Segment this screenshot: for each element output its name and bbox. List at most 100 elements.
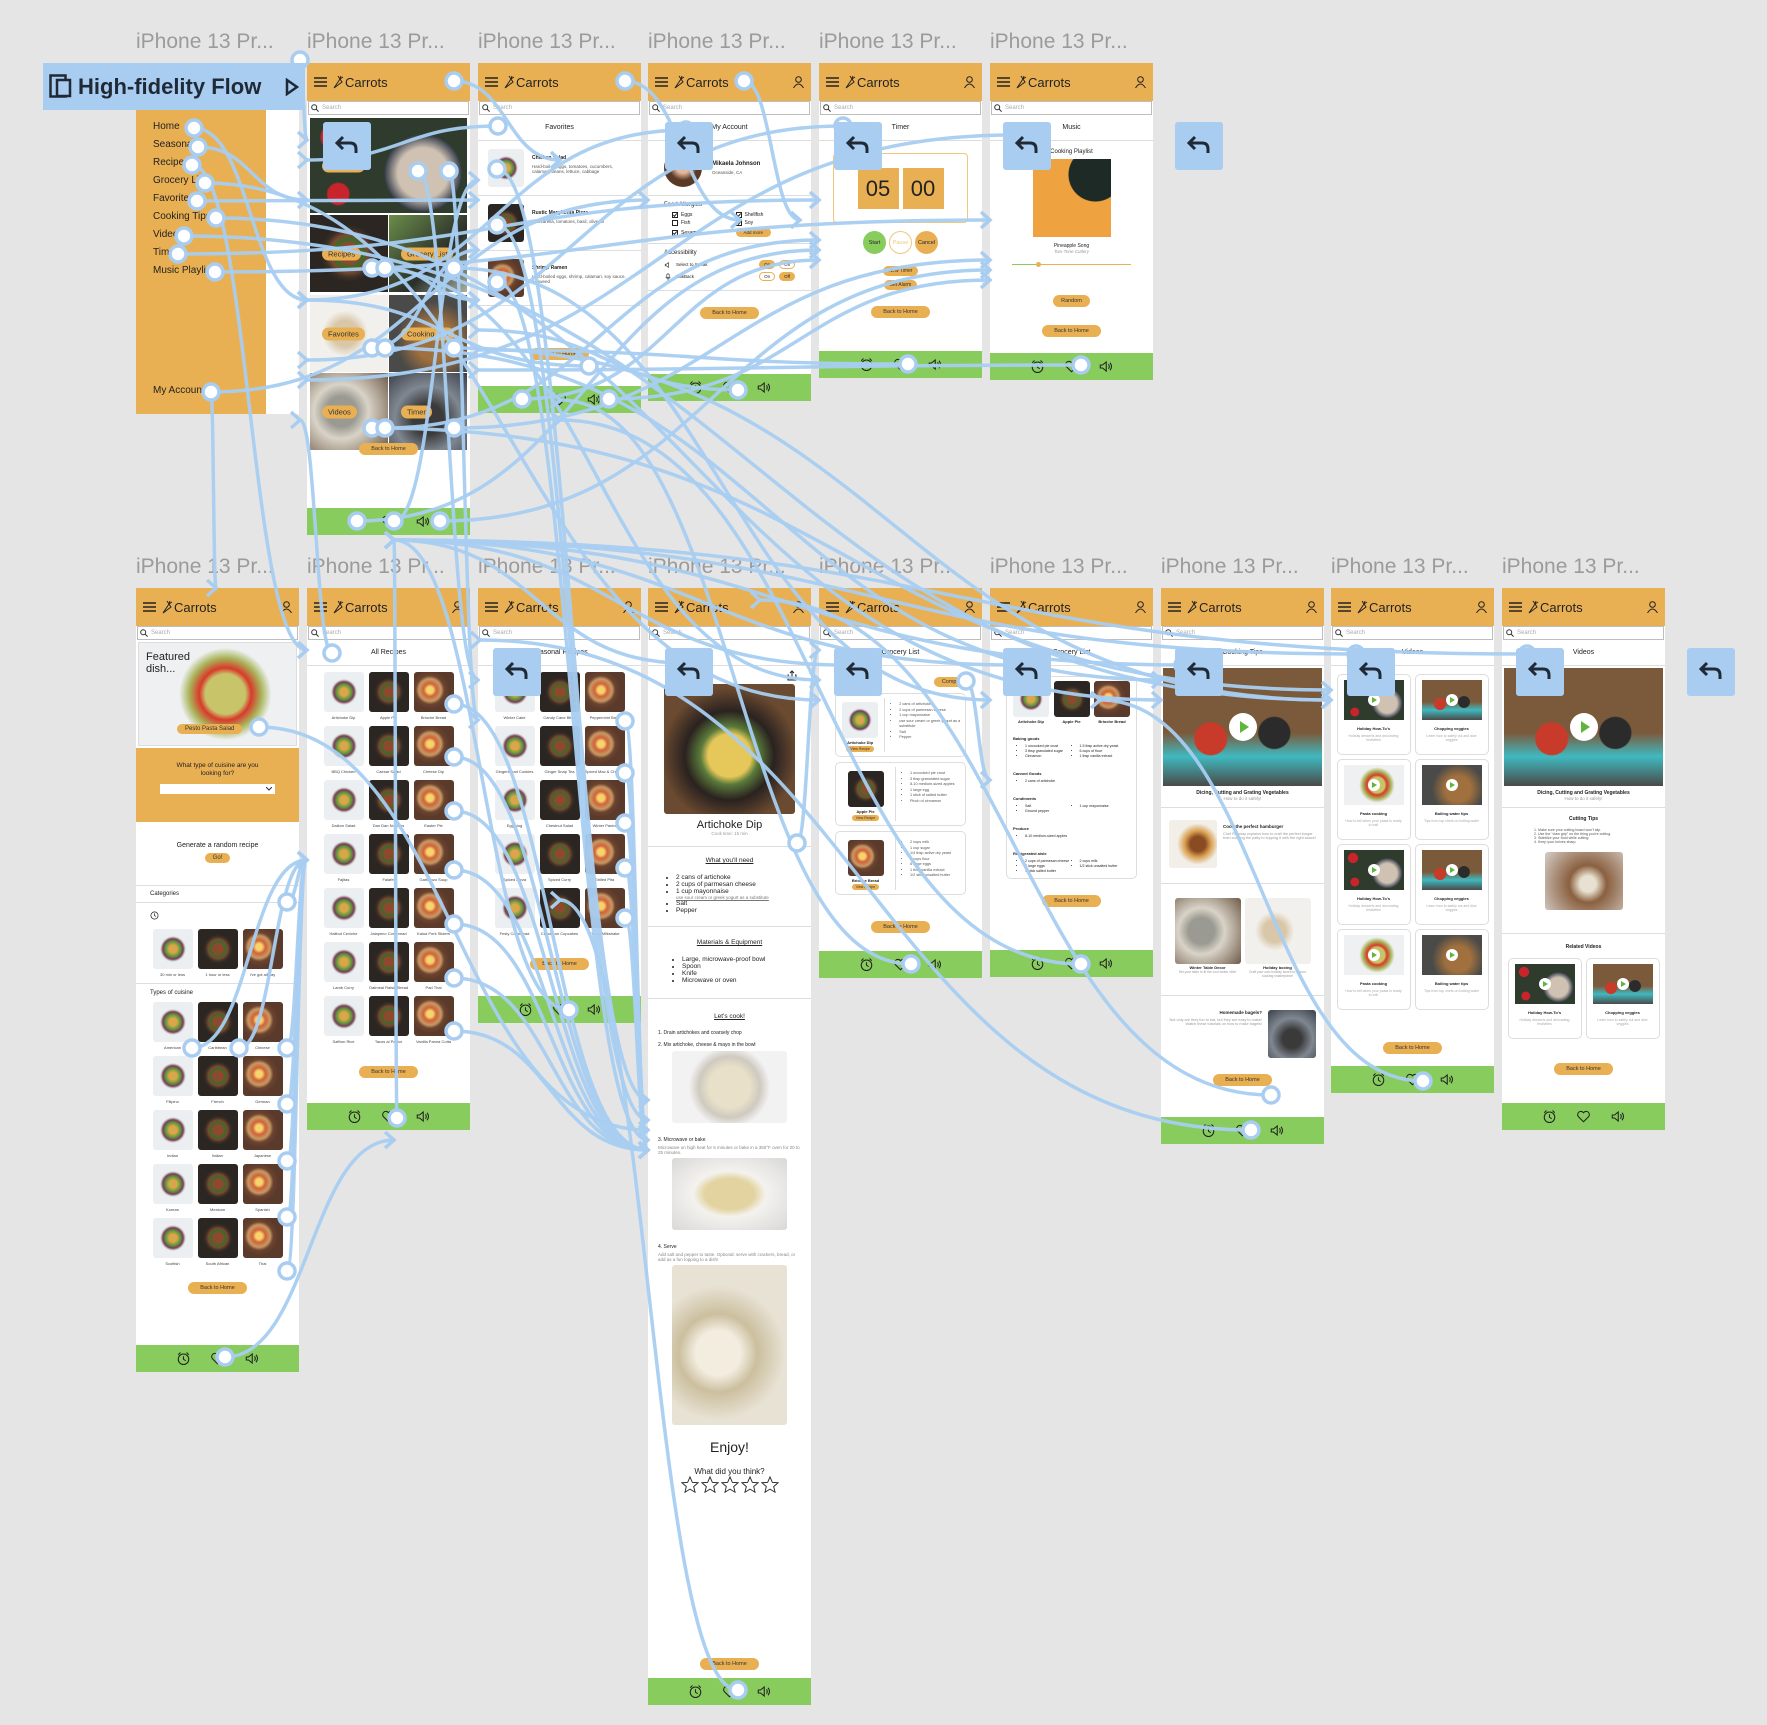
allergy-checkbox[interactable]: Fish	[672, 220, 732, 226]
app-logo[interactable]: Carrots	[1527, 600, 1647, 615]
heart-favorites-icon[interactable]	[893, 357, 908, 372]
search-input[interactable]: Search	[1503, 626, 1664, 640]
recipe-item[interactable]: Egg Nog	[494, 780, 535, 828]
frame-title[interactable]: iPhone 13 Pr...	[136, 30, 274, 53]
app-logo[interactable]: Carrots	[1015, 75, 1135, 90]
rating-star-icon[interactable]	[700, 1476, 719, 1494]
tile-label-6[interactable]: Timer	[401, 405, 432, 418]
music-progress-slider[interactable]	[1012, 262, 1131, 267]
app-logo[interactable]: Carrots	[844, 75, 964, 90]
progress-thumb[interactable]	[1036, 262, 1042, 267]
user-account-icon[interactable]	[793, 76, 804, 88]
search-input[interactable]: Search	[308, 626, 469, 640]
rating-stars[interactable]	[648, 1476, 811, 1496]
frame-title[interactable]: iPhone 13 Pr...	[136, 555, 274, 578]
back-to-home-button[interactable]: Back to Home	[700, 307, 759, 319]
tile-label-5[interactable]: Videos	[322, 405, 357, 418]
back-action-button[interactable]	[1175, 122, 1223, 170]
compiled-recipe[interactable]: Apple Pie	[1053, 681, 1090, 724]
frame-title[interactable]: iPhone 13 Pr...	[1331, 555, 1469, 578]
rating-star-icon[interactable]	[680, 1476, 699, 1494]
hamburger-menu-icon[interactable]	[655, 77, 668, 87]
app-logo[interactable]: Carrots	[332, 600, 452, 615]
allergy-checkbox[interactable]: Shellfish	[735, 212, 796, 218]
app-logo[interactable]: Carrots	[673, 75, 793, 90]
alarm-clock-icon[interactable]	[1030, 956, 1045, 971]
cuisine-item[interactable]: Italian	[197, 1110, 238, 1158]
search-input[interactable]: Search	[1162, 626, 1323, 640]
menu-item-timer[interactable]: Timer	[153, 247, 179, 258]
recipe-item[interactable]: Oatmeal Raisin Bread	[368, 942, 409, 990]
recipe-item[interactable]: Brioche Bread	[413, 672, 454, 720]
heart-favorites-icon[interactable]	[1064, 359, 1079, 374]
hamburger-menu-icon[interactable]	[143, 602, 156, 612]
heart-favorites-icon[interactable]	[1064, 956, 1079, 971]
flow-starting-point-label[interactable]: High-fidelity Flow	[43, 63, 305, 110]
hamburger-menu-icon[interactable]	[655, 602, 668, 612]
recipe-item[interactable]: Easter Pie	[413, 780, 454, 828]
menu-item-grocery-lists[interactable]: Grocery Lists	[153, 175, 212, 186]
recipe-item[interactable]: Artichoke Dip	[323, 672, 364, 720]
play-button[interactable]	[1367, 864, 1380, 876]
speaker-music-icon[interactable]	[1269, 1123, 1284, 1138]
search-input[interactable]: Search	[820, 626, 981, 640]
back-to-home-button[interactable]: Back to Home	[1554, 1063, 1613, 1075]
heart-favorites-icon[interactable]	[893, 957, 908, 972]
alarm-clock-icon[interactable]	[1030, 359, 1045, 374]
recipe-item[interactable]: Kalua Pork Sliders	[413, 888, 454, 936]
heart-favorites-icon[interactable]	[381, 514, 396, 529]
frame-title[interactable]: iPhone 13 Pr...	[648, 30, 786, 53]
hamburger-menu-icon[interactable]	[1509, 602, 1522, 612]
user-account-icon[interactable]	[452, 601, 463, 613]
recipe-item[interactable]: Fajitas	[323, 834, 364, 882]
heart-favorites-icon[interactable]	[552, 1002, 567, 1017]
play-button[interactable]	[1445, 864, 1458, 876]
frame-title[interactable]: iPhone 13 Pr...	[478, 30, 616, 53]
recipe-item[interactable]: Winter Panini	[584, 780, 625, 828]
speaker-music-icon[interactable]	[1610, 1109, 1625, 1124]
back-to-home-button[interactable]: Back to Home	[871, 306, 930, 318]
heart-favorites-icon[interactable]	[722, 380, 737, 395]
recipe-item[interactable]: Candy Cane Bites	[539, 672, 580, 720]
hamburger-menu-icon[interactable]	[826, 602, 839, 612]
hamburger-menu-icon[interactable]	[826, 77, 839, 87]
hamburger-menu-icon[interactable]	[314, 77, 327, 87]
frame-title[interactable]: iPhone 13 Pr...	[1161, 555, 1299, 578]
back-to-home-button[interactable]: Back to Home	[1383, 1042, 1442, 1054]
user-account-icon[interactable]	[623, 601, 634, 613]
new-timer-button[interactable]: New Timer	[882, 266, 919, 276]
speaker-music-icon[interactable]	[244, 1351, 259, 1366]
search-input[interactable]: Search	[820, 101, 981, 115]
menu-item-music-playlist[interactable]: Music Playlist	[153, 265, 214, 276]
menu-item-seasonal[interactable]: Seasonal	[153, 139, 195, 150]
user-account-icon[interactable]	[281, 601, 292, 613]
toggle-on-button[interactable]: On	[759, 272, 776, 281]
menu-item-favorites[interactable]: Favorites	[153, 193, 195, 204]
tile-label-1[interactable]: Recipes	[322, 247, 362, 260]
user-account-icon[interactable]	[1306, 601, 1317, 613]
play-button[interactable]	[1367, 779, 1380, 791]
category-item[interactable]: 1 hour or less	[197, 929, 238, 977]
search-input[interactable]: Search	[137, 626, 298, 640]
alarm-clock-icon[interactable]	[859, 357, 874, 372]
user-account-icon[interactable]	[1647, 601, 1658, 613]
recipe-item[interactable]: Garbanzo Soup	[413, 834, 454, 882]
heart-favorites-icon[interactable]	[1235, 1123, 1250, 1138]
alarm-clock-icon[interactable]	[1542, 1109, 1557, 1124]
recipe-item[interactable]: Grilled Pita	[584, 834, 625, 882]
back-to-home-button[interactable]: Back to Home	[188, 1282, 247, 1294]
toggle-off-button[interactable]: Off	[779, 260, 795, 269]
alarm-clock-icon[interactable]	[176, 1351, 191, 1366]
speaker-music-icon[interactable]	[415, 514, 430, 529]
recipe-item[interactable]: Lamb Curry	[323, 942, 364, 990]
back-to-home-button[interactable]: Back to Home	[700, 1658, 759, 1670]
timer-seconds[interactable]: 00	[902, 167, 944, 209]
